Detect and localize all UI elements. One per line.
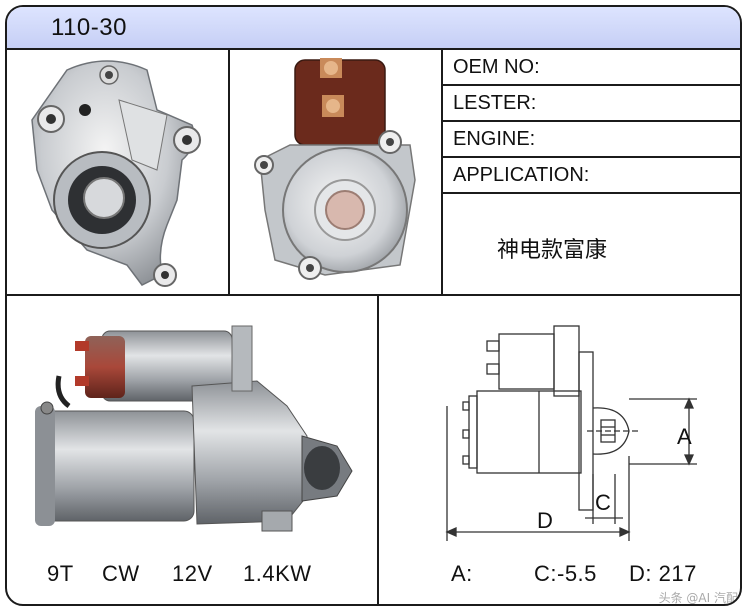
front-view-image bbox=[7, 50, 228, 294]
header-bar: 110-30 bbox=[7, 7, 740, 50]
application-value-area: 神电款富康 bbox=[443, 194, 740, 294]
divider-v2 bbox=[441, 48, 443, 296]
dimension-diagram: A C D A: C:-5.5 D: 217 头条 @AI 汽配 bbox=[379, 296, 740, 605]
dim-value-c: C:-5.5 bbox=[534, 561, 597, 586]
spec-voltage: 12V bbox=[172, 561, 213, 586]
dimension-drawing: A C D bbox=[445, 325, 697, 541]
dim-value-d: D: 217 bbox=[629, 561, 697, 586]
spec-teeth: 9T bbox=[47, 561, 74, 586]
spec-table: OEM NO: LESTER: ENGINE: APPLICATION: 神电款… bbox=[443, 50, 740, 294]
spec-row-oem: OEM NO: bbox=[443, 50, 740, 86]
part-code: 110-30 bbox=[51, 14, 127, 41]
engine-label: ENGINE: bbox=[453, 128, 536, 150]
side-view-image: 9T CW 12V 1.4KW bbox=[7, 296, 377, 604]
spec-row-lester: LESTER: bbox=[443, 86, 740, 122]
rear-view-image bbox=[230, 50, 441, 294]
application-label: APPLICATION: bbox=[453, 164, 590, 186]
spec-row-engine: ENGINE: bbox=[443, 122, 740, 158]
divider-h1 bbox=[7, 294, 740, 296]
application-value: 神电款富康 bbox=[497, 238, 608, 263]
product-card: 110-30 bbox=[5, 5, 742, 606]
spec-rotation: CW bbox=[102, 561, 140, 586]
spec-row-application: APPLICATION: bbox=[443, 158, 740, 194]
dim-value-a: A: bbox=[451, 561, 473, 586]
dim-label-d: D bbox=[537, 508, 553, 533]
divider-v1 bbox=[228, 48, 230, 296]
dim-label-c: C bbox=[595, 490, 611, 515]
lester-label: LESTER: bbox=[453, 92, 537, 114]
oem-label: OEM NO: bbox=[453, 56, 540, 78]
watermark: 头条 @AI 汽配 bbox=[658, 591, 738, 605]
divider-v3 bbox=[377, 296, 379, 604]
spec-power: 1.4KW bbox=[243, 561, 312, 586]
dim-label-a: A bbox=[677, 424, 692, 449]
